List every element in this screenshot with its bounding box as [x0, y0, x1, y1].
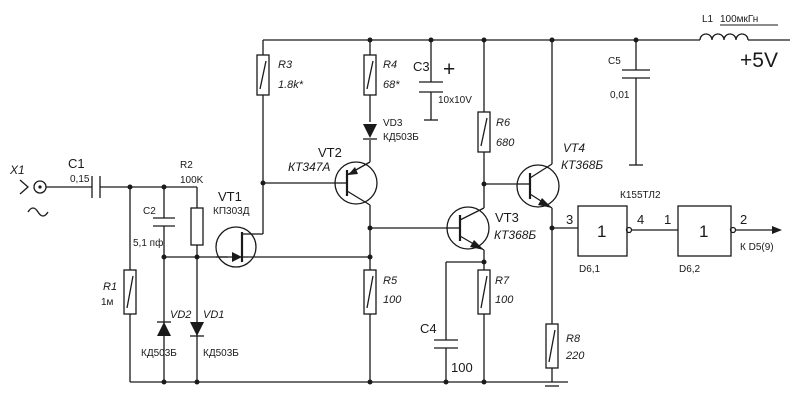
- r2-ref: R2: [180, 160, 193, 171]
- c4-value: 100: [451, 360, 473, 375]
- gate2-symbol: 1: [699, 222, 708, 241]
- ground-symbols: [424, 119, 643, 387]
- r7-ref: R7: [495, 275, 510, 287]
- l1-ref: L1: [702, 14, 714, 25]
- vd2-value: КД503Б: [141, 348, 177, 359]
- transistor-vt2: VT2 КТ347А: [288, 145, 378, 206]
- inductor-l1: L1 100мкГн: [699, 14, 790, 41]
- vt2-value: КТ347А: [288, 160, 330, 174]
- vt4-value: КТ368Б: [561, 158, 603, 172]
- r8-ref: R8: [566, 333, 581, 345]
- diode-vd1: VD1 КД503Б: [190, 309, 239, 359]
- gate1-ref: D6,1: [579, 264, 601, 275]
- output-arrow: К D5(9): [740, 226, 782, 253]
- r1-value: 1м: [101, 297, 114, 308]
- r1-ref: R1: [103, 281, 117, 293]
- r5-ref: R5: [383, 275, 398, 287]
- output-label: К D5(9): [740, 242, 774, 253]
- junction-dots: [127, 37, 639, 385]
- c3-value: 10x10V: [438, 95, 472, 106]
- logic-gate-d6-2: 1 1 2 D6,2: [664, 205, 747, 275]
- vd1-ref: VD1: [203, 309, 224, 321]
- resistor-r5: R5 100: [363, 269, 402, 315]
- gate2-ref: D6,2: [679, 264, 701, 275]
- r8-value: 220: [565, 350, 585, 362]
- vt2-ref: VT2: [318, 145, 342, 160]
- supply-label: +5V: [740, 49, 778, 72]
- resistor-r6: R6 680: [477, 111, 515, 153]
- resistor-r2: R2 100K: [180, 160, 204, 246]
- c5-value: 0,01: [610, 90, 630, 101]
- r3-value: 1.8k*: [278, 79, 304, 91]
- l1-value: 100мкГн: [720, 14, 758, 25]
- transistor-vt3: VT3 КТ368Б: [446, 206, 536, 251]
- c5-ref: C5: [608, 56, 621, 67]
- c2-ref: C2: [143, 206, 156, 217]
- input-connector: X1: [9, 163, 49, 217]
- resistor-r8: R8 220: [545, 323, 585, 369]
- vt3-ref: VT3: [495, 210, 519, 225]
- gate2-pin-in: 1: [664, 212, 671, 227]
- c4-ref: C4: [420, 321, 437, 336]
- resistor-r3: R3 1.8k*: [256, 54, 304, 96]
- resistor-r7: R7 100: [477, 269, 514, 315]
- vt3-value: КТ368Б: [494, 228, 536, 242]
- gate1-pin-out: 4: [637, 212, 644, 227]
- r2-value: 100K: [180, 175, 204, 186]
- vd2-ref: VD2: [170, 309, 191, 321]
- gate1-pin-in: 3: [566, 212, 573, 227]
- vt1-value: КП303Д: [213, 206, 250, 217]
- resistor-r4: R4 68*: [363, 54, 400, 96]
- vd1-value: КД503Б: [203, 348, 239, 359]
- r5-value: 100: [383, 294, 402, 306]
- gate2-pin-out: 2: [740, 212, 747, 227]
- r3-ref: R3: [278, 59, 293, 71]
- resistor-r1: R1 1м: [101, 269, 137, 315]
- r7-value: 100: [495, 294, 514, 306]
- capacitor-c3: C3 + 10x10V: [413, 58, 472, 106]
- r4-ref: R4: [383, 59, 397, 71]
- vt1-ref: VT1: [218, 189, 242, 204]
- vt4-ref: VT4: [563, 141, 585, 155]
- diode-vd3: VD3 КД503Б: [363, 118, 419, 143]
- transistor-vt1: VT1 КП303Д: [213, 189, 257, 268]
- c1-ref: C1: [68, 156, 85, 171]
- c3-polarity: +: [443, 58, 455, 81]
- input-label: X1: [9, 163, 25, 177]
- c1-value: 0,15: [70, 174, 90, 185]
- capacitor-c2: C2 5,1 пф: [133, 206, 175, 249]
- diode-vd2: VD2 КД503Б: [141, 309, 191, 359]
- capacitor-c4: C4 100: [420, 321, 473, 375]
- capacitor-c1: C1 0,15: [68, 156, 101, 198]
- c2-value: 5,1 пф: [133, 237, 163, 249]
- c3-ref: C3: [413, 59, 430, 74]
- capacitor-c5: C5 0,01: [608, 56, 650, 101]
- logic-gate-d6-1: 1 3 4 D6,1: [566, 205, 644, 275]
- r4-value: 68*: [383, 79, 400, 91]
- r6-ref: R6: [496, 117, 511, 129]
- r6-value: 680: [496, 137, 515, 149]
- gate1-symbol: 1: [597, 222, 606, 241]
- transistor-vt4: VT4 КТ368Б: [516, 141, 603, 209]
- vd3-value: КД503Б: [383, 132, 419, 143]
- ic-type-label: К155ТЛ2: [620, 190, 661, 201]
- vd3-ref: VD3: [383, 118, 403, 129]
